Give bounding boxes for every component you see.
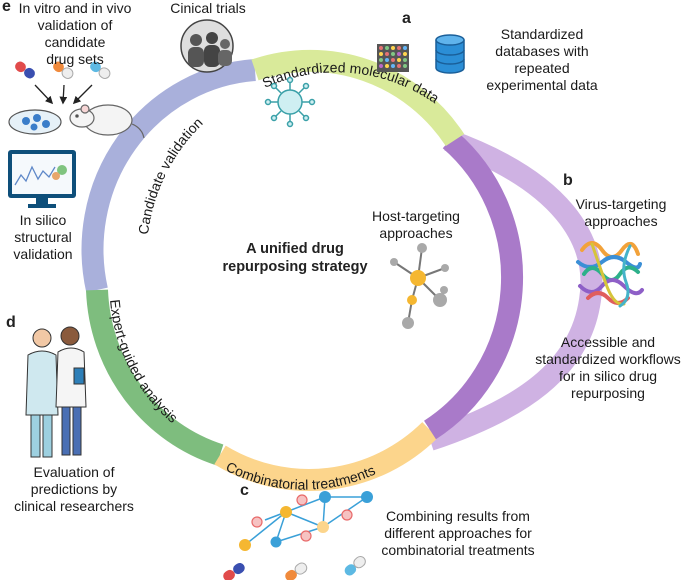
host-targeting-label: Host-targeting approaches <box>372 208 460 241</box>
standardized-databases-text: Standardized databases with repeated exp… <box>486 26 598 93</box>
mini-virus-icons <box>251 494 353 542</box>
combining-results-text: Combining results from different approac… <box>381 508 535 558</box>
panel-letter-d: d <box>6 314 16 331</box>
center-title: A unified drug repurposing strategy <box>222 241 368 275</box>
ring-segment-standardized-data <box>251 49 465 147</box>
in-vitro-validation-text: In vitro and in vivo validation of candi… <box>18 0 132 67</box>
ring-segment-expert-guided <box>86 289 224 466</box>
plate-icon <box>377 44 409 72</box>
evaluation-text: Evaluation of predictions by clinical re… <box>14 464 134 514</box>
in-silico-validation-text: In silico structural validation <box>13 212 73 262</box>
clinical-trials-label: Cinical trials <box>170 0 246 16</box>
database-icon <box>435 34 465 74</box>
workflows-text: Accessible and standardized workflows fo… <box>535 334 681 401</box>
pill-icons-bottom <box>223 556 366 580</box>
panel-letter-e: e <box>2 0 11 15</box>
panel-letter-b: b <box>563 172 573 189</box>
clinicians-illustration <box>25 326 87 458</box>
virus-targeting-label: Virus-targeting approaches <box>575 196 667 229</box>
panel-letter-a: a <box>402 10 411 27</box>
workflow-loop-outer <box>426 129 603 451</box>
panel-letter-c: c <box>240 482 249 499</box>
mouse-icon <box>69 104 145 139</box>
protein-structure-image <box>576 241 644 308</box>
combinatorial-nodes <box>239 491 373 551</box>
clinical-trials-icon <box>180 19 234 73</box>
validation-arrows <box>34 84 93 105</box>
host-network-nodes <box>390 243 449 329</box>
petri-dish-icon <box>8 109 62 135</box>
ring-segment-combinatorial <box>214 422 438 491</box>
pill-icons-top <box>15 61 111 79</box>
virus-icon <box>264 76 316 128</box>
ring-segment-purple <box>424 131 524 440</box>
monitor-icon <box>8 150 76 208</box>
ring-segment-candidate-validation <box>81 59 256 293</box>
